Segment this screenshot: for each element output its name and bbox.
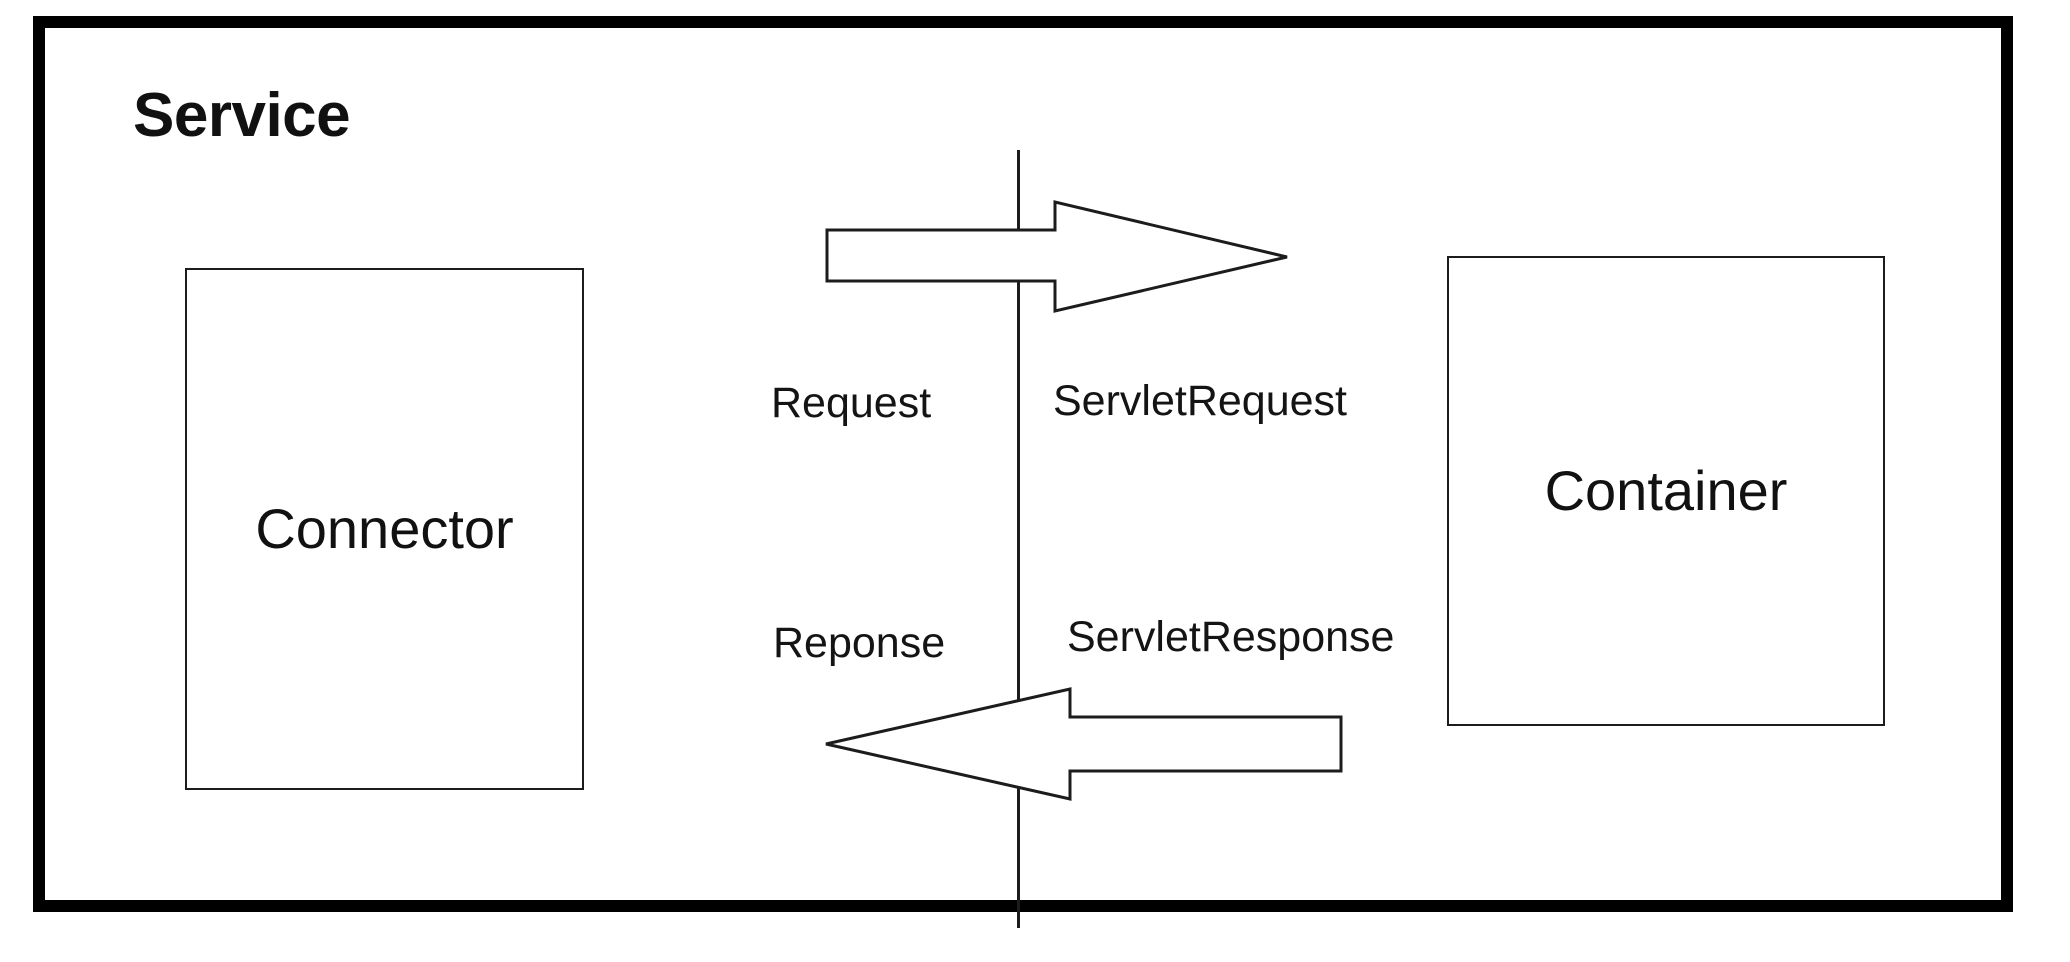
container-label: Container [1544, 459, 1788, 522]
servlet-response-label: ServletResponse [1067, 613, 1395, 661]
connector-label: Connector [255, 497, 514, 560]
request-label: Request [771, 379, 932, 427]
page-title: Service [133, 81, 351, 150]
request-arrow-icon [825, 200, 1288, 313]
connector-box: Connector [185, 268, 584, 790]
boundary-divider-line [1017, 150, 1020, 928]
servlet-request-label: ServletRequest [1053, 377, 1347, 425]
response-arrow-icon [825, 687, 1343, 801]
service-frame: Service Connector Container Request Serv… [33, 16, 2013, 928]
container-box: Container [1447, 256, 1885, 726]
response-label: Reponse [773, 619, 946, 667]
